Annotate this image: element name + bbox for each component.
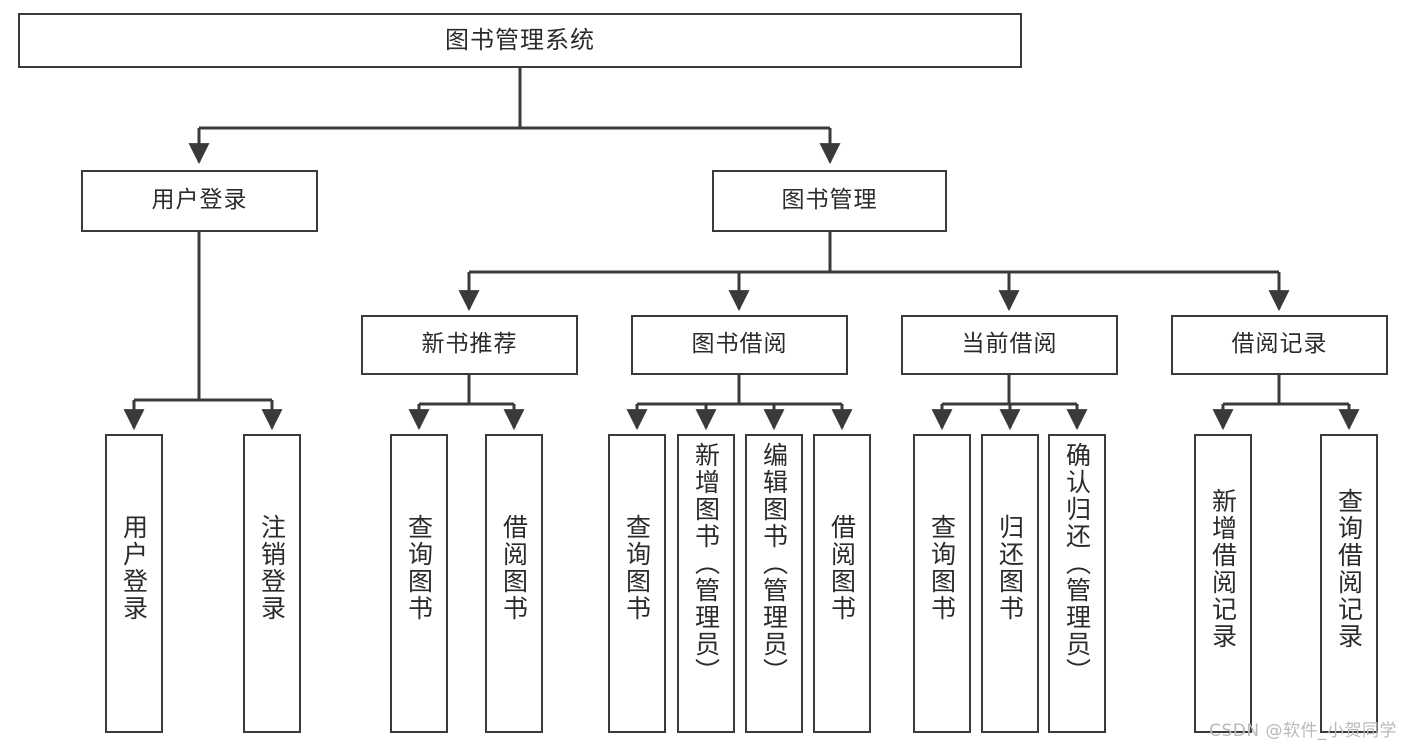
node-label-vertical: 查询图书 (927, 514, 957, 622)
node-label: 用户登录 (151, 187, 248, 214)
node-label-vertical: 查询图书 (404, 514, 434, 622)
node-level2[interactable]: 图书管理 (712, 170, 947, 232)
node-leaf[interactable]: 查询图书 (913, 434, 971, 733)
node-leaf[interactable]: 查询图书 (608, 434, 666, 733)
node-label-vertical: 编辑图书（管理员） (759, 442, 789, 685)
node-leaf[interactable]: 借阅图书 (813, 434, 871, 733)
node-label: 图书管理 (781, 187, 878, 214)
node-leaf[interactable]: 新增图书（管理员） (677, 434, 735, 733)
node-level3[interactable]: 新书推荐 (361, 315, 578, 375)
node-label: 新书推荐 (421, 331, 518, 358)
node-label: 当前借阅 (961, 331, 1058, 358)
node-root[interactable]: 图书管理系统 (18, 13, 1022, 68)
csdn-watermark: CSDN @软件_小贺同学 (1209, 721, 1397, 741)
node-leaf[interactable]: 新增借阅记录 (1194, 434, 1252, 733)
node-level3[interactable]: 图书借阅 (631, 315, 848, 375)
node-leaf[interactable]: 注销登录 (243, 434, 301, 733)
node-label-vertical: 借阅图书 (827, 514, 857, 622)
node-label-vertical: 新增图书（管理员） (691, 442, 721, 685)
node-label-vertical: 借阅图书 (499, 514, 529, 622)
node-label-vertical: 查询图书 (622, 514, 652, 622)
node-leaf[interactable]: 查询图书 (390, 434, 448, 733)
node-label-vertical: 归还图书 (995, 514, 1025, 622)
node-label: 借阅记录 (1231, 331, 1328, 358)
node-leaf[interactable]: 借阅图书 (485, 434, 543, 733)
node-label-vertical: 注销登录 (257, 514, 287, 622)
node-leaf[interactable]: 用户登录 (105, 434, 163, 733)
node-leaf[interactable]: 查询借阅记录 (1320, 434, 1378, 733)
node-label: 图书管理系统 (445, 26, 595, 55)
node-label: 图书借阅 (691, 331, 788, 358)
node-level3[interactable]: 借阅记录 (1171, 315, 1388, 375)
node-level2[interactable]: 用户登录 (81, 170, 318, 232)
node-leaf[interactable]: 确认归还（管理员） (1048, 434, 1106, 733)
node-label-vertical: 查询借阅记录 (1334, 488, 1364, 650)
node-label-vertical: 新增借阅记录 (1208, 488, 1238, 650)
node-level3[interactable]: 当前借阅 (901, 315, 1118, 375)
node-label-vertical: 用户登录 (119, 514, 149, 622)
node-label-vertical: 确认归还（管理员） (1062, 442, 1092, 685)
node-leaf[interactable]: 归还图书 (981, 434, 1039, 733)
node-leaf[interactable]: 编辑图书（管理员） (745, 434, 803, 733)
